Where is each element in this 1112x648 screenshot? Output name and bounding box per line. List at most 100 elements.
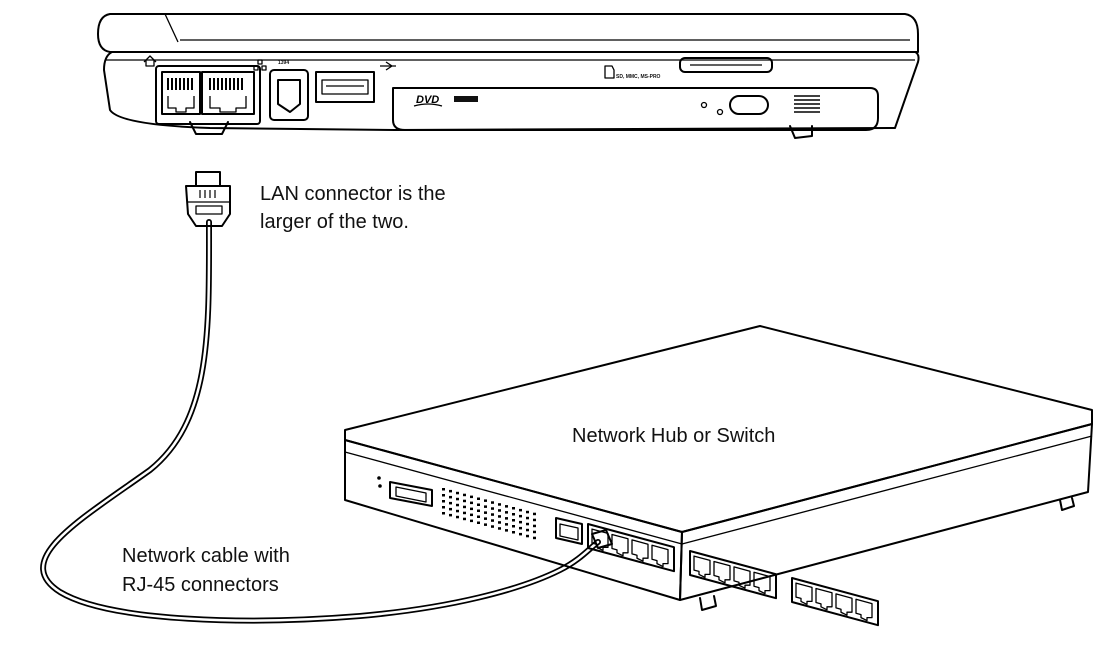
port-group-frame	[791, 577, 879, 627]
hub-port-group-1	[587, 523, 675, 573]
modem-icon	[143, 55, 157, 67]
vent-hole	[463, 493, 466, 497]
disc-symbol-icon	[794, 95, 820, 113]
ethernet-port	[795, 582, 813, 606]
vent-hole	[449, 495, 452, 499]
usb-icon	[380, 61, 396, 71]
vent-hole	[491, 513, 494, 516]
vent-hole	[533, 512, 536, 516]
ethernet-port	[713, 560, 731, 584]
vent-hole	[526, 534, 529, 538]
vent-hole	[456, 491, 459, 495]
laptop: 1394 DVD SD, MMC, MS-PRO	[97, 13, 920, 139]
vent-hole	[484, 505, 487, 508]
optical-drive: DVD	[392, 87, 879, 131]
ethernet-port	[733, 566, 751, 589]
vent-hole	[533, 536, 536, 540]
cable-label-line-2: RJ-45 connectors	[122, 574, 279, 596]
ethernet-port	[631, 539, 649, 562]
card-reader-icon	[604, 65, 615, 79]
vent-hole	[533, 518, 536, 522]
network-icon	[253, 59, 267, 71]
vent-hole	[449, 489, 452, 493]
usb-port	[315, 61, 396, 103]
lan-label-line-2: larger of the two.	[260, 211, 409, 233]
vent-hole	[512, 507, 515, 510]
vent-hole	[533, 530, 536, 534]
vent-hole	[505, 511, 508, 514]
ethernet-port	[815, 587, 833, 611]
serial-port	[389, 481, 433, 507]
vent-hole	[456, 497, 459, 501]
vent-hole	[470, 501, 473, 505]
vent-hole	[526, 522, 529, 526]
vent-hole	[526, 528, 529, 532]
ethernet-port	[651, 544, 669, 568]
lan-port-block	[155, 65, 261, 125]
vent-hole	[505, 523, 508, 526]
hub-port-group-2	[689, 550, 777, 600]
vent-hole	[505, 505, 508, 508]
vent-hole	[526, 516, 529, 520]
vent-hole	[519, 520, 522, 524]
vent-hole	[449, 513, 452, 517]
vent-hole	[463, 499, 466, 503]
vent-hole	[477, 509, 480, 512]
vent-hole	[519, 508, 522, 512]
dvd-logo-icon: DVD	[416, 94, 439, 106]
vent-hole	[484, 499, 487, 502]
vent-hole	[442, 494, 445, 497]
vent-hole	[491, 519, 494, 522]
vent-hole	[491, 525, 494, 528]
vent-hole	[505, 529, 508, 532]
rj45-plug-hub	[591, 529, 613, 549]
ethernet-port	[591, 528, 609, 552]
vent-hole	[456, 509, 459, 513]
vent-hole	[505, 517, 508, 520]
ethernet-port	[835, 593, 853, 616]
vent-hole	[442, 488, 445, 491]
ethernet-port	[611, 533, 629, 557]
rj45-plug	[185, 171, 231, 227]
vent-hole	[512, 519, 515, 522]
firewire-label: 1394	[278, 60, 289, 66]
vent-hole	[498, 527, 501, 530]
ethernet-port	[855, 598, 873, 622]
vent-hole	[484, 511, 487, 514]
ethernet-port	[693, 555, 711, 579]
vent-hole	[477, 515, 480, 518]
vent-hole	[512, 525, 515, 528]
vent-hole	[498, 503, 501, 506]
vent-hole	[484, 523, 487, 526]
vent-hole	[449, 501, 452, 505]
vent-hole	[498, 521, 501, 524]
vent-hole	[533, 524, 536, 528]
vent-hole	[526, 510, 529, 514]
vent-hole	[456, 515, 459, 519]
vent-hole	[498, 515, 501, 518]
network-hub	[344, 325, 1093, 627]
cable-label-line-1: Network cable with	[122, 545, 290, 567]
vent-hole	[470, 513, 473, 517]
vent-hole	[463, 505, 466, 509]
vent-hole	[477, 503, 480, 506]
status-led-group	[377, 476, 382, 488]
vent-hole	[463, 517, 466, 521]
vent-hole	[470, 495, 473, 499]
ethernet-port	[753, 571, 771, 595]
card-reader-label: SD, MMC, MS-PRO	[616, 74, 661, 80]
vent-hole	[477, 497, 480, 500]
firewire-port: 1394	[269, 60, 309, 121]
vent-grid	[442, 488, 536, 540]
vent-hole	[491, 501, 494, 504]
hub-port-group-3	[791, 577, 879, 627]
port-group-frame	[689, 550, 777, 600]
vent-hole	[512, 513, 515, 516]
vent-hole	[442, 506, 445, 509]
network-cable	[40, 219, 601, 624]
vent-hole	[519, 526, 522, 530]
vent-hole	[470, 519, 473, 523]
vent-hole	[512, 531, 515, 534]
